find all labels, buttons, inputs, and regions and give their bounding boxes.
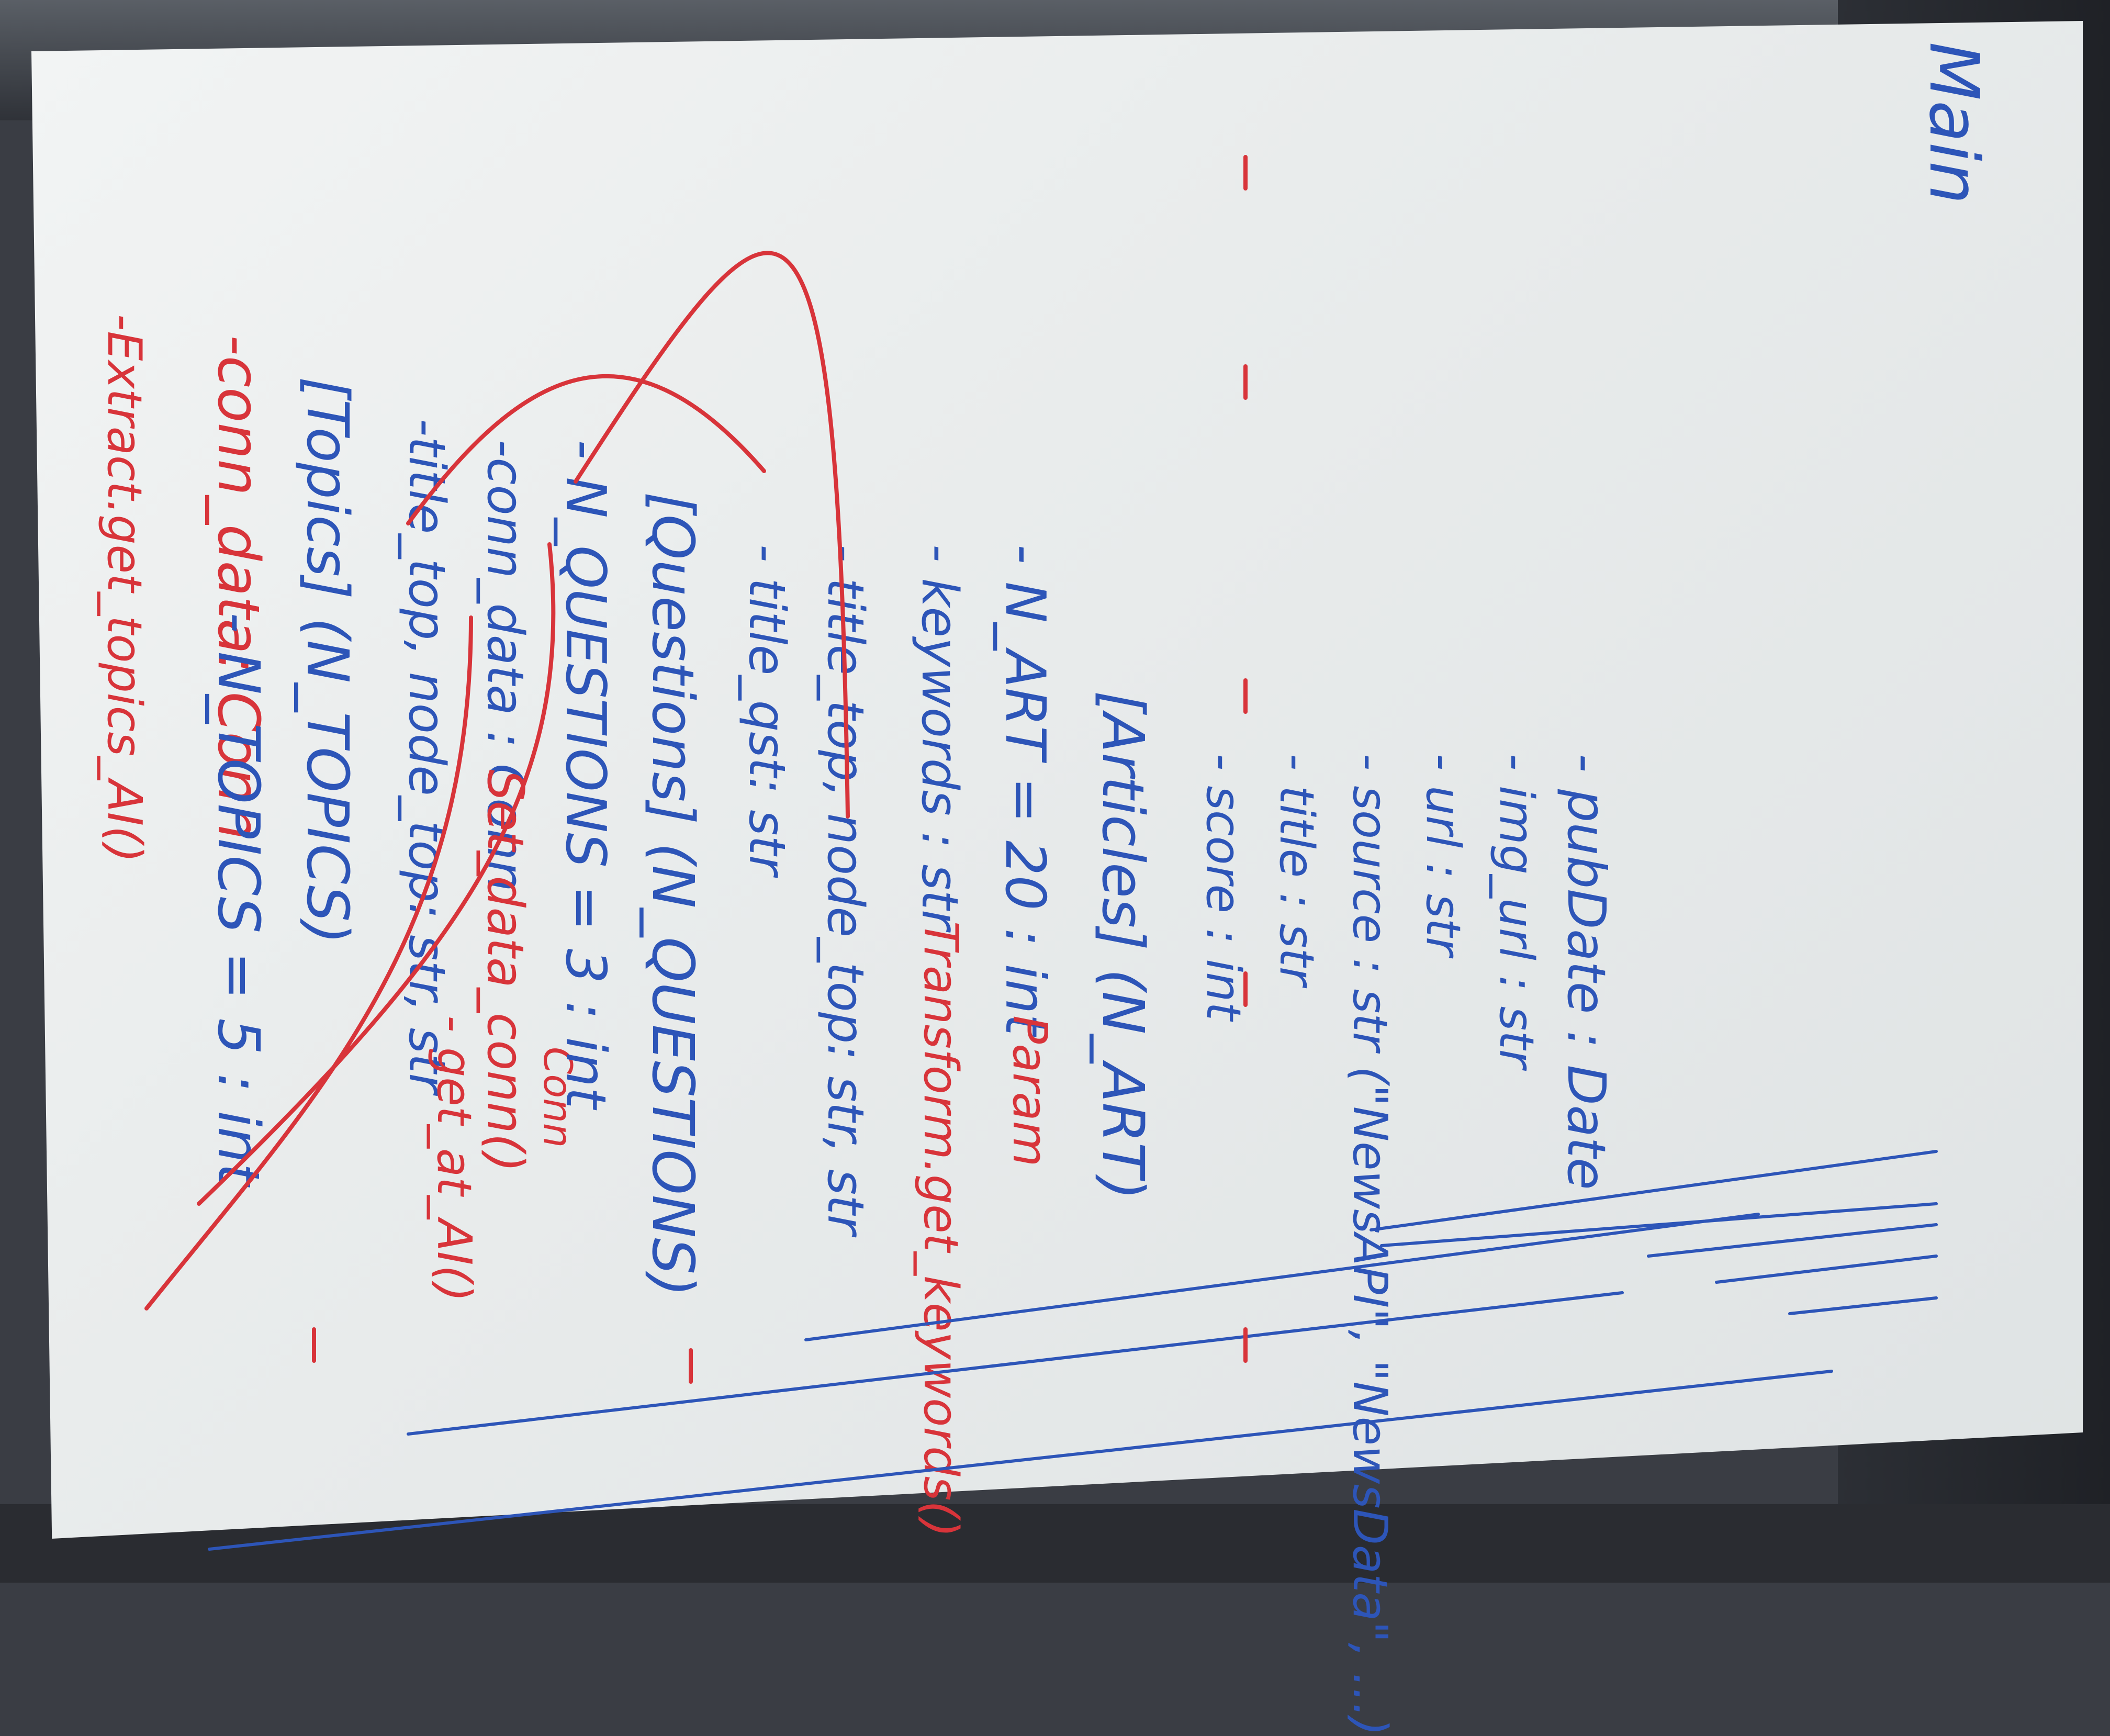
- red-arrow-2: [197, 542, 556, 1206]
- articles-tree-line: [1370, 1150, 1938, 1231]
- main-tree-line: [208, 1370, 1833, 1551]
- red-arrow-1: [144, 615, 473, 1311]
- questions-tree-line: [804, 1213, 1760, 1341]
- whiteboard: [31, 21, 2083, 1539]
- topics-tree-line: [407, 1291, 1624, 1436]
- red-arrow-3: [574, 251, 850, 819]
- whiteboard-strokes: [144, 155, 1938, 1551]
- red-arrow-4: [406, 374, 766, 525]
